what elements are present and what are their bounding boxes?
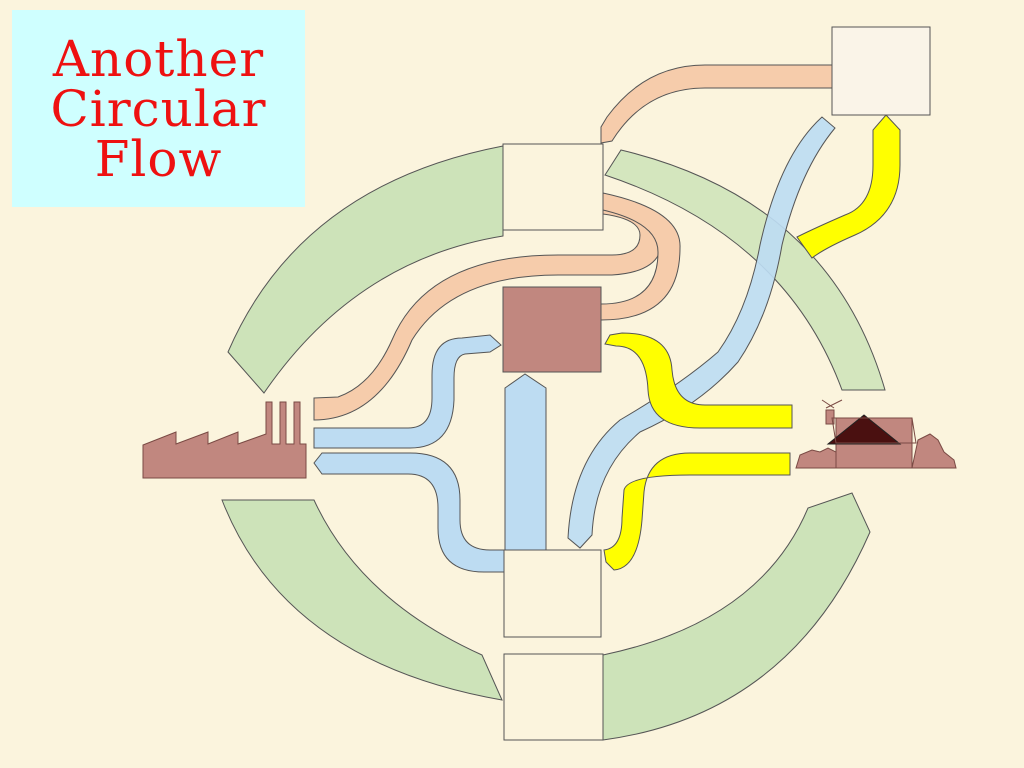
title-line-1: Another: [52, 29, 265, 88]
yellow-flow-top-right: [796, 114, 901, 259]
yellow-flow-to-brown: [604, 332, 793, 429]
yellow-flow-to-bottom: [603, 452, 791, 571]
blue-flow-to-brown: [313, 334, 502, 449]
blue-arrow-vertical: [504, 373, 547, 551]
house-icon: [795, 399, 957, 469]
green-arc-lower-right: [602, 492, 871, 741]
top-box: [502, 143, 604, 231]
blue-flow-to-bottom: [313, 452, 505, 573]
salmon-flow-top-right: [600, 64, 834, 144]
top-right-box: [831, 26, 931, 116]
bottom-box-upper: [503, 549, 602, 638]
green-arc-upper-left: [227, 145, 504, 394]
factory-icon: [142, 401, 307, 479]
title-line-2: Circular: [50, 79, 267, 138]
green-arc-lower-left: [221, 499, 503, 701]
green-arc-upper-right: [604, 149, 886, 391]
bottom-box-lower: [503, 653, 604, 741]
title-box: Another Circular Flow: [12, 10, 305, 207]
title-line-3: Flow: [94, 129, 223, 188]
center-box: [502, 286, 602, 373]
